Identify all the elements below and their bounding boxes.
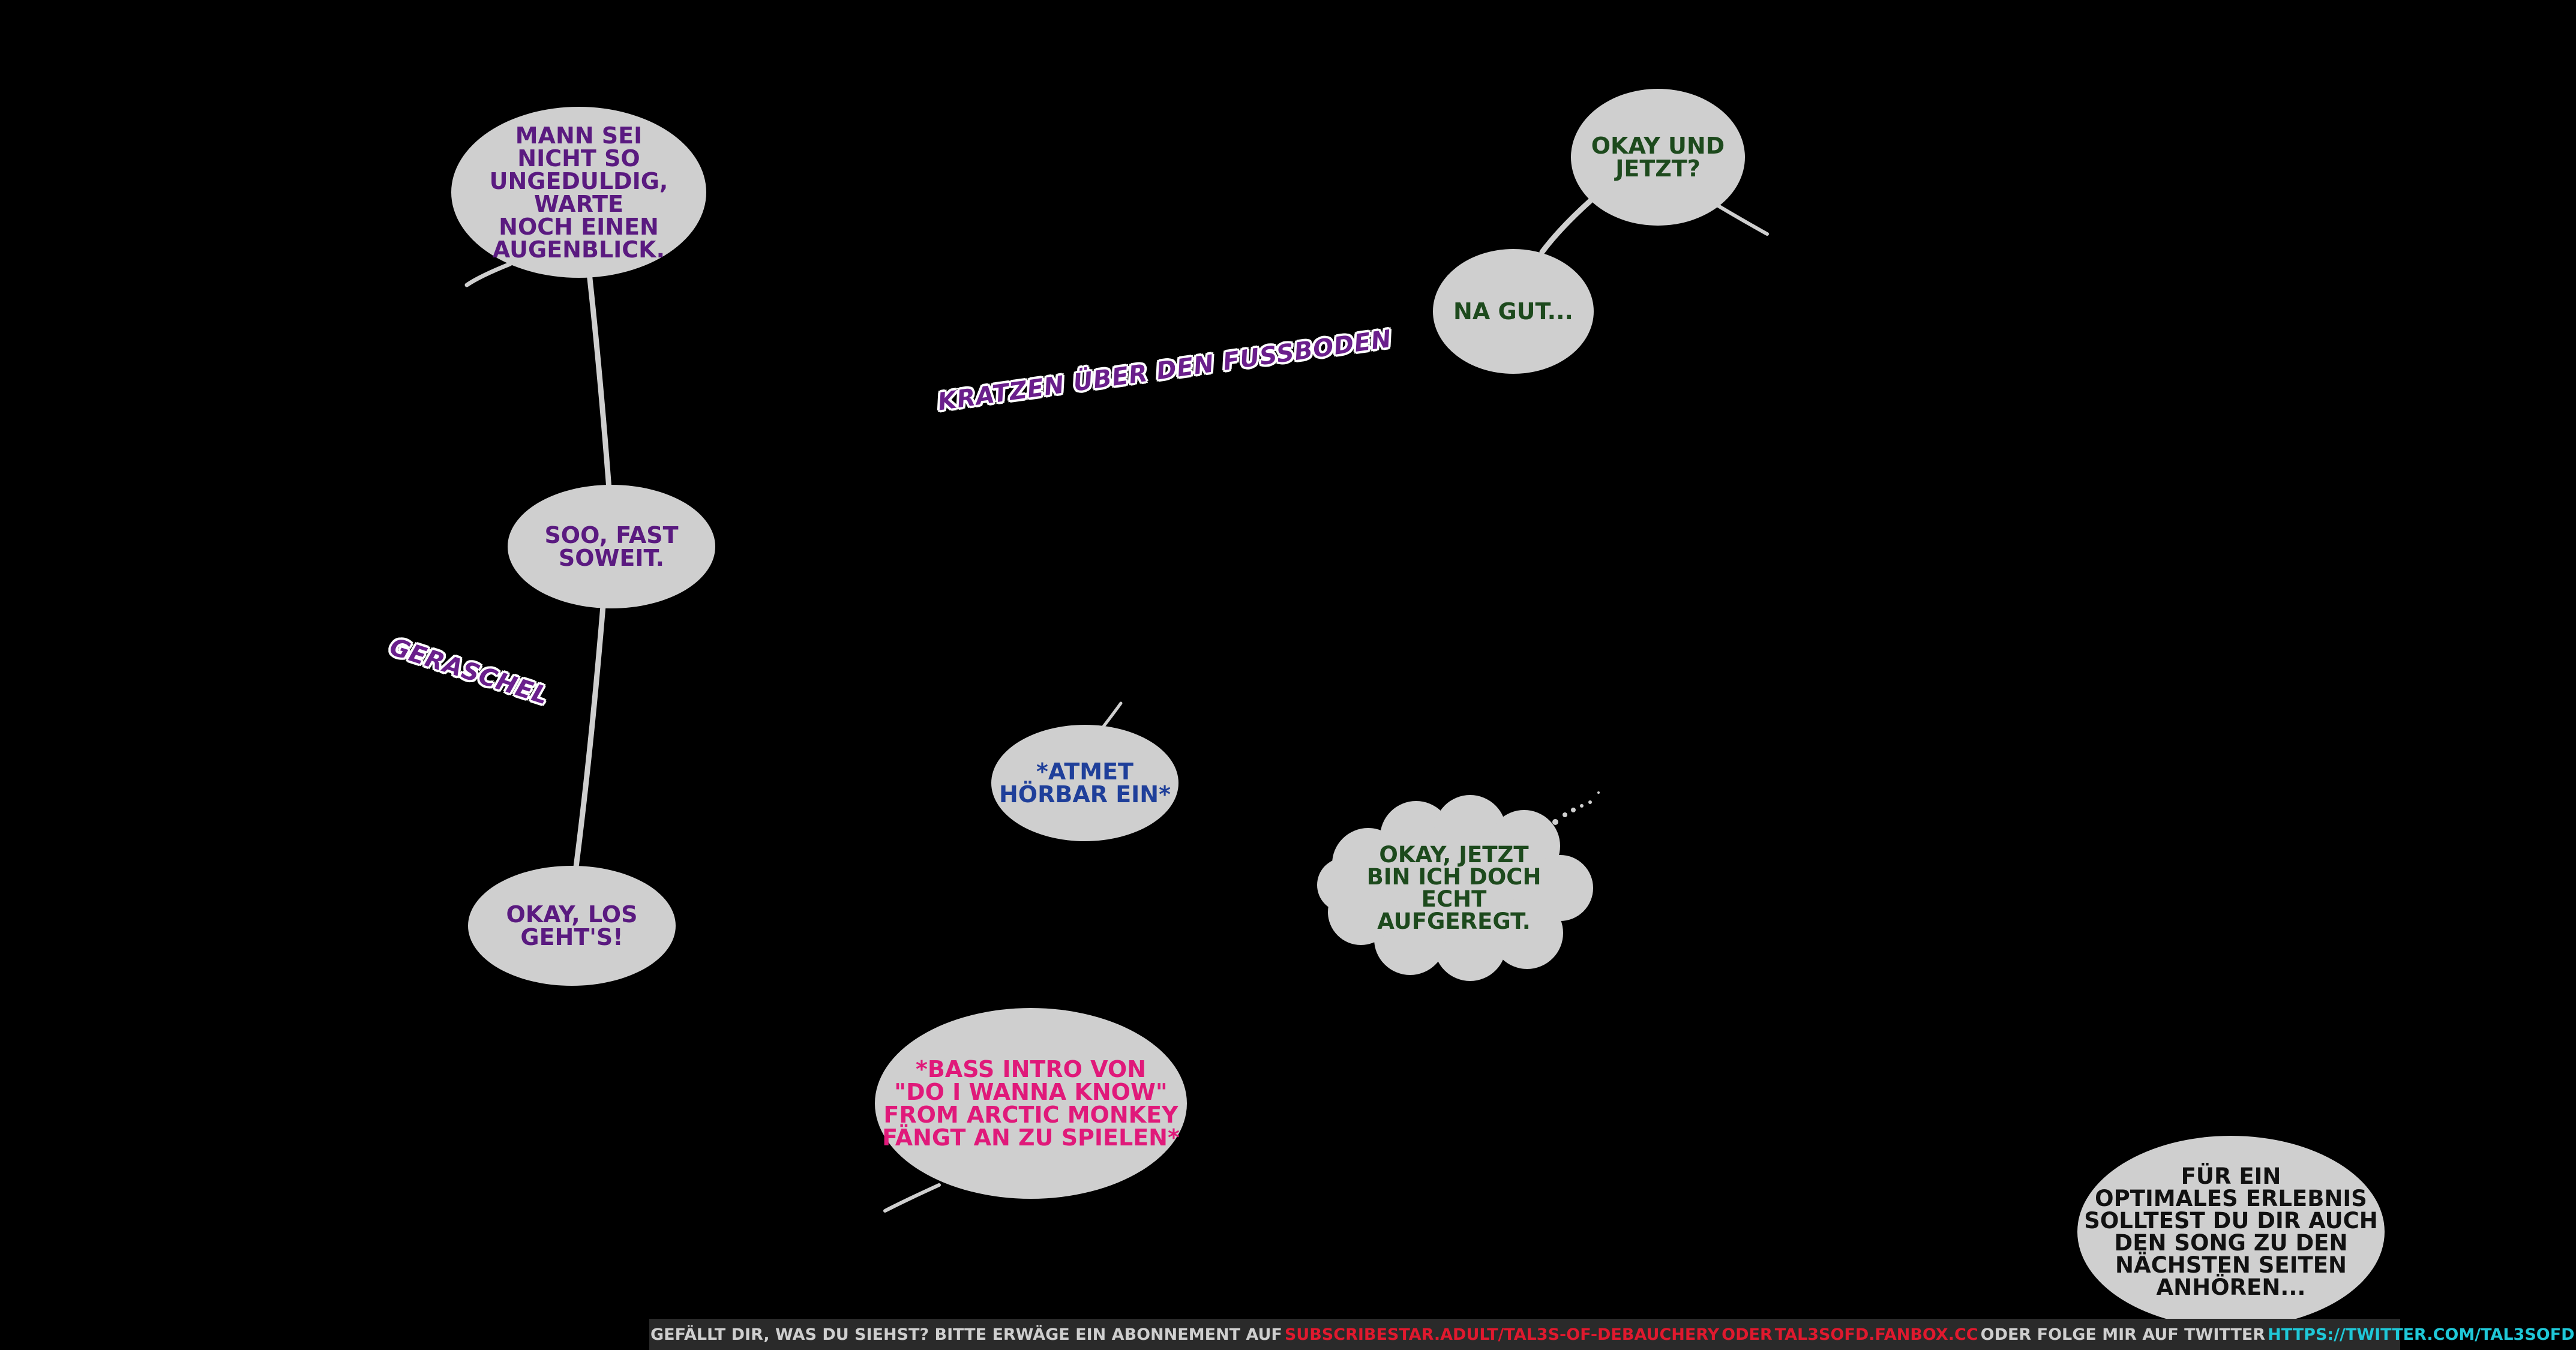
speech-bubble-5: Na gut... — [1433, 249, 1594, 374]
connector-b4-b5 — [1539, 198, 1593, 255]
speech-bubble-3: Okay, los geht's! — [468, 866, 676, 986]
footer-link-subscribestar[interactable]: subscribestar.adult/tal3s-of-debauchery — [1284, 1325, 1720, 1344]
speech-bubble-5-text: Na gut... — [1453, 298, 1573, 325]
speech-bubble-4: Okay und jetzt? — [1571, 89, 1745, 226]
speech-bubble-4-text: Okay und jetzt? — [1591, 133, 1725, 182]
speech-bubble-6-text: *atmet hörbar ein* — [998, 758, 1171, 808]
footer-credit-bar: Gefällt dir, was du siehst? Bitte erwäge… — [649, 1319, 2575, 1350]
footer-text-1: Gefällt dir, was du siehst? Bitte erwäge… — [650, 1325, 1282, 1344]
thought-bubble-7: Okay, jetzt bin ich doch echt aufgeregt. — [1331, 816, 1577, 960]
connector-b1-b2 — [586, 270, 612, 492]
thought-bubble-7-text: Okay, jetzt bin ich doch echt aufgeregt. — [1366, 842, 1542, 934]
bubble-connectors — [464, 198, 1769, 1213]
speech-bubble-9: Für ein optimales Erlebnis solltest du d… — [2077, 1136, 2385, 1328]
speech-bubble-1-text: Mann sei nicht so ungeduldig, warte noch… — [489, 122, 668, 263]
connector-b2-b3 — [573, 603, 606, 870]
tail-b8 — [883, 1183, 941, 1213]
speech-bubble-2-text: Soo, fast soweit. — [544, 522, 679, 571]
speech-bubble-9-text: Für ein optimales Erlebnis solltest du d… — [2084, 1163, 2378, 1300]
tail-b1 — [464, 262, 512, 287]
speech-bubble-3-text: Okay, los geht's! — [506, 901, 638, 950]
cloud-bubble-b7-shape — [1317, 795, 1593, 981]
speech-bubble-1: Mann sei nicht so ungeduldig, warte noch… — [451, 107, 706, 278]
speech-bubble-8: *Bass Intro von "Do I wanna know" from A… — [875, 1008, 1187, 1199]
footer-link-fanbox[interactable]: tal3sofd.fanbox.cc — [1774, 1325, 1978, 1344]
footer-text-3: oder folge mir auf twitter — [1980, 1325, 2266, 1344]
footer-text-2: oder — [1722, 1325, 1773, 1344]
speech-bubble-6: *atmet hörbar ein* — [991, 725, 1178, 841]
footer-link-twitter[interactable]: https://twitter.com/tal3sofd — [2268, 1325, 2575, 1344]
tail-b6 — [1101, 701, 1123, 729]
speech-bubble-2: Soo, fast soweit. — [508, 485, 715, 608]
speech-bubble-8-text: *Bass Intro von "Do I wanna know" from A… — [882, 1056, 1180, 1151]
